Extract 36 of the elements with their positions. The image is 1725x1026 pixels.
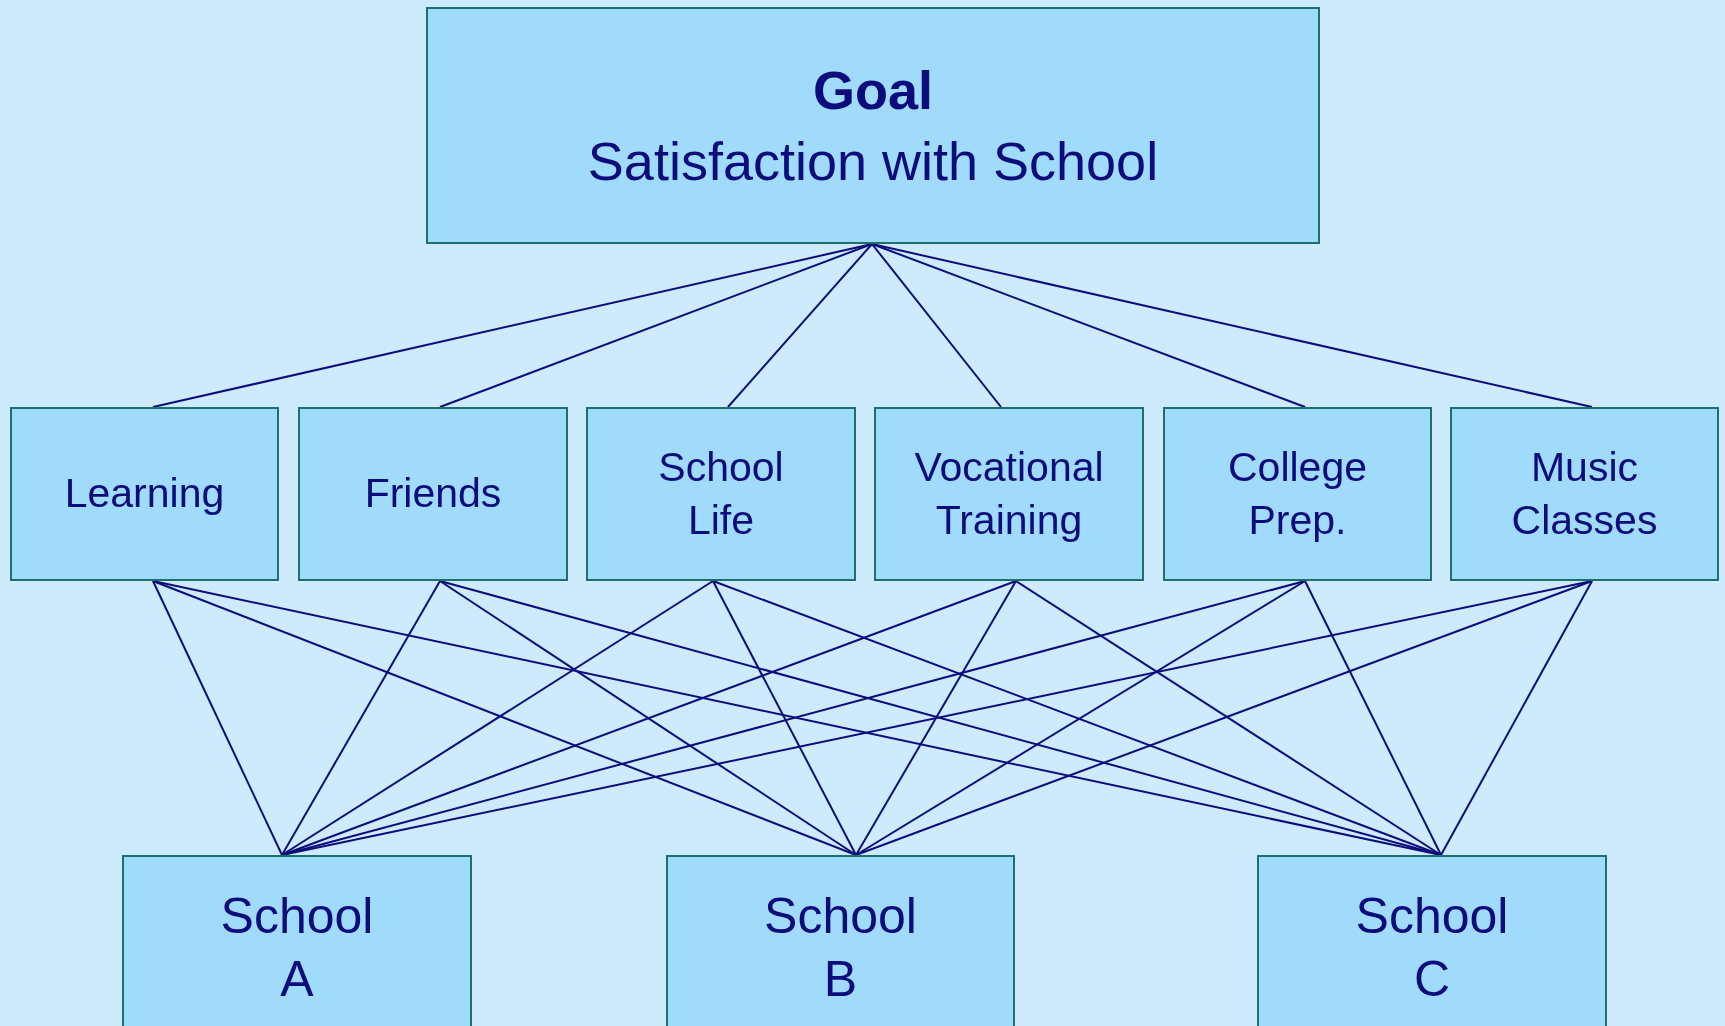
box-label: School C (1354, 887, 1510, 1009)
goal-box (426, 7, 1320, 244)
alternative-box (1257, 855, 1607, 1026)
criterion-box (586, 407, 856, 581)
criterion-box (10, 407, 279, 581)
box-label: Learning (64, 469, 225, 519)
box-label: College Prep. (1226, 442, 1368, 545)
connector-line (281, 580, 441, 856)
connector-line (855, 580, 1017, 856)
goal-heading: Goal (813, 59, 933, 123)
connector-line (871, 243, 1306, 408)
alternative-box (666, 855, 1015, 1026)
connector-line (712, 580, 857, 856)
box-label: Vocational Training (913, 442, 1105, 545)
criterion-box (298, 407, 568, 581)
criterion-box (874, 407, 1144, 581)
connector-line (439, 243, 873, 408)
connector-line (871, 243, 1002, 408)
connector-line (1015, 580, 1442, 856)
box-label: School B (763, 887, 918, 1009)
connector-line (855, 580, 1306, 856)
connector-line (439, 580, 857, 856)
connector-line (1304, 580, 1442, 856)
connector-line (1440, 580, 1593, 856)
connector-line (855, 580, 1593, 856)
alternative-box (122, 855, 472, 1026)
box-label: Music Classes (1510, 442, 1659, 545)
connector-line (727, 243, 873, 408)
connector-line (281, 580, 714, 856)
box-label: Friends (364, 469, 502, 519)
connector-line (152, 580, 283, 856)
box-label: Satisfaction with School (587, 129, 1159, 193)
criterion-box (1163, 407, 1432, 581)
criterion-box (1450, 407, 1719, 581)
box-label: School Life (657, 442, 785, 545)
box-label: School A (219, 887, 375, 1009)
